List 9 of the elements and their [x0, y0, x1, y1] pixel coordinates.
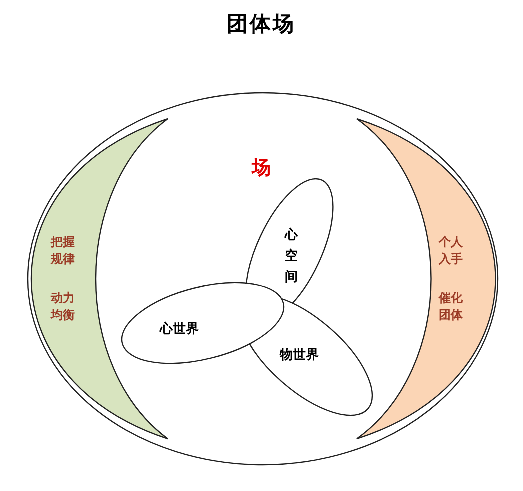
node-label: 催化团体: [439, 290, 464, 324]
diagram-title: 团体场: [226, 10, 297, 38]
node-label: 场: [252, 156, 271, 181]
node-label: 心空间: [284, 226, 298, 287]
node-label: 心世界: [160, 320, 199, 338]
node-label: 把握规律: [51, 234, 76, 268]
node-label: 动力均衡: [51, 290, 76, 324]
node-label: 个人入手: [439, 234, 464, 268]
node-label: 物世界: [280, 346, 319, 364]
